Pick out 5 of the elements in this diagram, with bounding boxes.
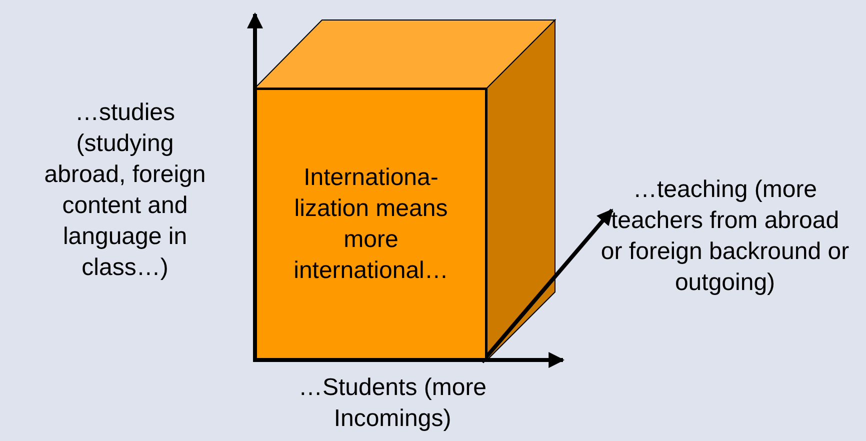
axis-label: …Students (more Incomings) — [297, 373, 488, 434]
cube-front-face — [255, 88, 487, 360]
axis-label: …studies (studying abroad, foreign content and language in class…) — [43, 98, 207, 283]
axis-label: …teaching (more teachers from abroad or foreign backround or outgoing) — [600, 175, 850, 298]
cube-text: Internationa- lization means more international… — [292, 163, 450, 286]
